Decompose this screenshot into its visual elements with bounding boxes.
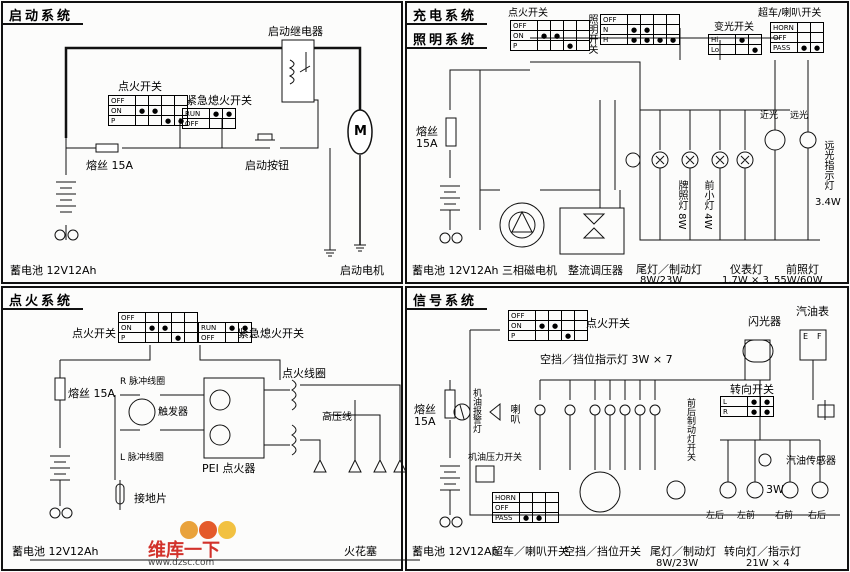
ignition-switch-table: OFF ON●● P●●	[108, 95, 188, 126]
neutral-lamps-label: 空挡／挡位指示灯 3W × 7	[540, 353, 673, 366]
overtake-switch-table: HORN OFF PASS●●	[770, 22, 824, 53]
fuse-label: 熔丝 15A	[414, 403, 436, 428]
start-relay-label: 启动继电器	[268, 25, 323, 38]
ignition-switch-label: 点火开关	[508, 8, 548, 19]
headlamp-label: 前照灯	[786, 263, 819, 276]
tail-brake-watt: 8W/23W	[656, 558, 699, 569]
battery-label: 蓄电池 12V12Ah	[12, 545, 99, 558]
hv-wire-label: 高压线	[322, 412, 352, 423]
r-pulse-coil-label: R 脉冲线圈	[120, 377, 166, 387]
turn-switch-label: 转向开关	[730, 383, 774, 396]
meter-lamp-label: 仪表灯	[730, 263, 763, 276]
overtake-horn-switch-label: 超车/喇叭开关	[758, 8, 822, 19]
near-beam-label: 近光	[760, 111, 779, 121]
ignition-switch-table: OFF ON●● P●	[510, 20, 590, 51]
tail-brake-watt: 8W/23W	[640, 275, 683, 286]
regulator-label: 整流调压器	[568, 264, 623, 277]
neutral-switch-label: 空挡／挡位开关	[564, 545, 641, 558]
right-rear-label: 右后	[808, 511, 827, 521]
flasher-label: 闪光器	[748, 315, 781, 328]
battery-label: 蓄电池 12V12Ah	[412, 545, 499, 558]
panel-title: 启动系统	[9, 9, 74, 24]
turn-switch-table: L●● R●●	[720, 396, 774, 417]
brake-switch-label: 前后制动灯开关	[685, 398, 695, 461]
trigger-label: 触发器	[158, 407, 188, 418]
lighting-switch-label: 照明开关	[586, 14, 597, 54]
kill-switch-table: RUN●● OFF	[182, 108, 236, 129]
watermark-logo	[178, 519, 238, 541]
far-beam-label: 远光	[790, 111, 809, 121]
magneto-label: 三相磁电机	[502, 264, 557, 277]
kill-switch-label: 紧急熄火开关	[186, 94, 252, 107]
horn-label: 喇叭	[508, 404, 519, 424]
overtake-switch-table: HORN OFF PASS●●	[492, 492, 559, 523]
ignition-coil-label: 点火线圈	[282, 367, 326, 380]
starter-motor-label: 启动电机	[340, 264, 384, 277]
lighting-switch-table: OFF N●● H●●●●	[600, 14, 680, 45]
left-front-label: 左前	[737, 511, 756, 521]
front-small-lamp-label: 前小灯 4W	[702, 180, 713, 230]
charge-lighting-panel: 充电系统 照明系统	[405, 1, 849, 284]
panel-title: 信号系统	[413, 294, 478, 309]
fuse-label: 熔丝 15A	[68, 387, 116, 400]
start-button-label: 启动按钮	[245, 159, 289, 172]
l-pulse-coil-label: L 脉冲线圈	[120, 453, 164, 463]
turn-lamp-watt: 21W × 4	[746, 558, 790, 569]
tail-brake-label: 尾灯／制动灯	[636, 263, 702, 276]
battery-label: 蓄电池 12V12Ah	[10, 264, 97, 277]
oil-pressure-switch-label: 机油压力开关	[468, 453, 523, 463]
oil-alarm-label: 机油报警灯	[471, 388, 481, 433]
spark-plug-label: 火花塞	[344, 545, 377, 558]
tail-brake-label: 尾灯／制动灯	[650, 545, 716, 558]
fuse-label: 熔丝 15A	[416, 125, 438, 150]
watermark-text: 维库一下	[148, 540, 220, 561]
ignition-switch-label: 点火开关	[586, 317, 630, 330]
ignition-switch-label: 点火开关	[72, 327, 116, 340]
panel-subtitle: 照明系统	[413, 33, 478, 48]
motor-symbol: M	[354, 124, 367, 139]
battery-label: 蓄电池 12V12Ah	[412, 264, 499, 277]
signal-system-panel: 信号系统	[405, 286, 849, 571]
fuel-gauge-full: F	[817, 332, 822, 341]
ignition-system-panel: 点火系统	[1, 286, 403, 571]
pei-igniter-label: PEI 点火器	[202, 462, 256, 475]
ignition-switch-table: OFF ON●● P●	[508, 310, 588, 341]
right-front-label: 右前	[775, 511, 794, 521]
overtake-horn-switch-label: 超车／喇叭开关	[492, 545, 569, 558]
ground-plate-label: 接地片	[134, 492, 167, 505]
ignition-switch-table: OFF ON●● P●	[118, 312, 198, 343]
kill-switch-table: RUN●● OFF	[198, 322, 252, 343]
fuel-gauge-label: 汽油表	[796, 305, 829, 318]
start-system-panel: 启动系统	[1, 1, 403, 284]
fuse-label: 熔丝 15A	[86, 159, 134, 172]
headlamp-watt: 55W/60W	[774, 275, 823, 286]
ignition-switch-label: 点火开关	[118, 80, 162, 93]
dimmer-switch-label: 变光开关	[714, 22, 754, 33]
high-beam-indicator-watt: 3.4W	[815, 197, 841, 208]
high-beam-indicator-label: 远光指示灯	[822, 140, 833, 190]
meter-lamp-watt: 1.7W × 3	[722, 275, 769, 286]
turn-lamp-label: 转向灯／指示灯	[724, 545, 801, 558]
panel-title: 充电系统	[413, 9, 478, 24]
logo-icon	[180, 521, 236, 539]
watermark-url: www.dzsc.com	[148, 558, 215, 568]
kill-switch-label: 紧急熄火开关	[238, 327, 304, 340]
plate-lamp-label: 牌照灯 8W	[676, 180, 687, 230]
turn-indicator-watt: 3W	[766, 483, 784, 496]
panel-title: 点火系统	[9, 294, 74, 309]
left-rear-label: 左后	[706, 511, 725, 521]
fuel-sensor-label: 汽油传感器	[786, 456, 836, 467]
dimmer-switch-table: Hi● Lo●	[708, 34, 762, 55]
fuel-gauge-empty: E	[803, 332, 809, 341]
